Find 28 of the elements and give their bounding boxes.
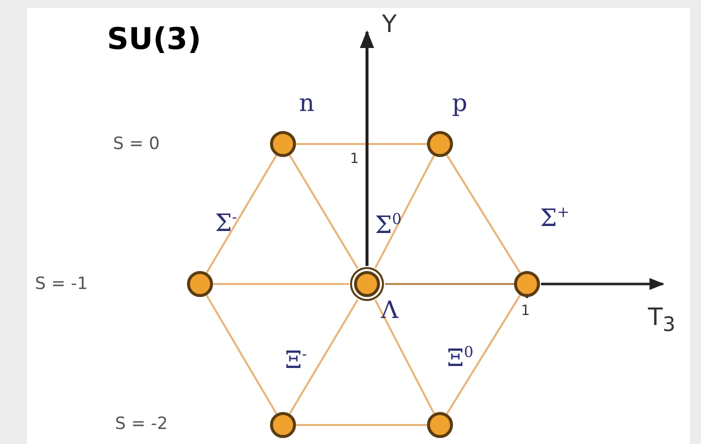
particle-label: Σ$^{+}$ <box>540 205 570 230</box>
connector-line <box>374 300 435 414</box>
particle-label: Σ$^{-}$ <box>215 210 238 235</box>
connector-line <box>374 155 435 268</box>
connector-line <box>446 294 522 414</box>
axis-label: T$_{3}$ <box>648 305 676 334</box>
connector-line <box>296 143 427 145</box>
connector-line <box>446 154 521 274</box>
connector-line <box>385 283 514 285</box>
strangeness-label: S = 0 <box>113 136 160 153</box>
particle-label: p <box>452 91 468 115</box>
particle-label: Λ <box>381 298 398 322</box>
connector-line <box>296 424 427 426</box>
title: SU(3) <box>107 25 202 55</box>
tick-label: 1 <box>350 152 359 166</box>
connector-line <box>206 294 278 414</box>
axis-label: Y <box>382 12 397 36</box>
connector-line <box>213 283 349 285</box>
tick-label: 1 <box>521 304 530 318</box>
particle-label: Ξ$^{-}$ <box>285 347 307 372</box>
connector-line <box>288 154 359 270</box>
particle-label: Ξ$^{0}$ <box>447 345 474 370</box>
strangeness-label: S = -2 <box>115 416 168 433</box>
connector-line <box>206 154 278 274</box>
particle-label: Σ$^{0}$ <box>375 212 402 237</box>
particle-label: n <box>299 91 314 115</box>
connector-line <box>288 298 359 414</box>
strangeness-label: S = -1 <box>35 276 88 293</box>
